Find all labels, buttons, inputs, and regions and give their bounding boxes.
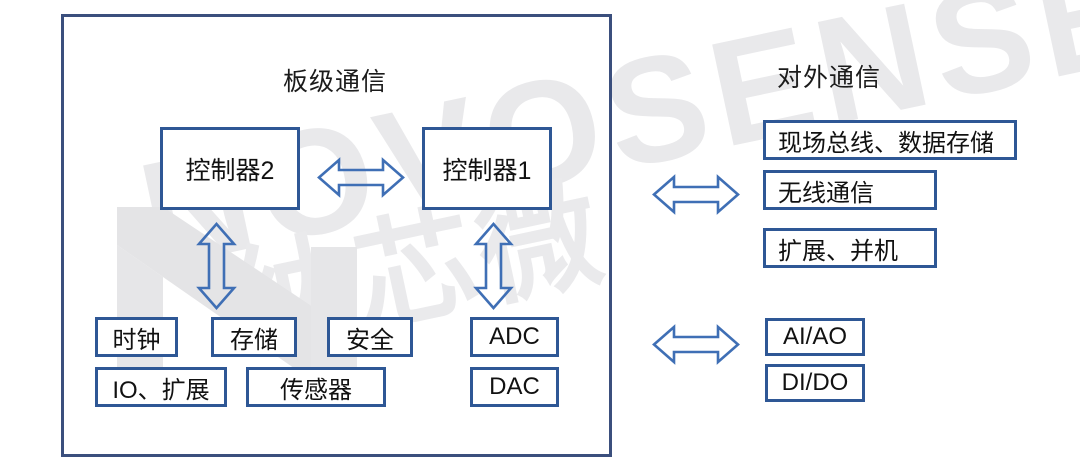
node-controller2-label: 控制器2 [185,156,275,185]
node-sensor[interactable]: 传感器 [246,367,386,407]
node-controller1-label: 控制器1 [442,156,532,185]
node-io-expand[interactable]: IO、扩展 [95,367,227,407]
node-clock[interactable]: 时钟 [95,317,178,357]
node-storage[interactable]: 存储 [211,317,297,357]
node-fieldbus[interactable]: 现场总线、数据存储 [763,120,1017,160]
board-communication-frame [61,14,612,457]
node-di-do[interactable]: DI/DO [765,364,865,402]
arrow-controller2-controller1-icon [317,157,405,198]
arrow-controller2-peripherals-icon [196,222,237,310]
node-controller1[interactable]: 控制器1 [422,127,552,210]
node-expand-parallel-label: 扩展、并机 [778,237,898,265]
node-wireless[interactable]: 无线通信 [763,170,937,210]
board-section-title: 板级通信 [283,68,388,96]
node-security-label: 安全 [346,326,394,354]
node-fieldbus-label: 现场总线、数据存储 [778,129,994,157]
external-section-title: 对外通信 [777,64,882,92]
node-sensor-label: 传感器 [280,376,352,404]
node-di-do-label: DI/DO [781,369,849,396]
node-security[interactable]: 安全 [327,317,413,357]
node-adc[interactable]: ADC [470,317,559,357]
node-controller2[interactable]: 控制器2 [160,127,300,210]
node-ai-ao-label: AI/AO [782,323,848,350]
node-dac[interactable]: DAC [470,367,559,407]
arrow-controller1-converters-icon [473,222,514,310]
node-clock-label: 时钟 [112,326,161,354]
node-io-expand-label: IO、扩展 [112,376,210,404]
node-storage-label: 存储 [230,326,278,354]
arrow-board-external-signals-icon [652,324,740,365]
node-wireless-label: 无线通信 [778,179,874,207]
node-dac-label: DAC [489,373,540,400]
node-expand-parallel[interactable]: 扩展、并机 [763,228,937,268]
node-adc-label: ADC [489,323,540,350]
node-ai-ao[interactable]: AI/AO [765,318,865,356]
arrow-board-external-comm-icon [652,174,740,215]
